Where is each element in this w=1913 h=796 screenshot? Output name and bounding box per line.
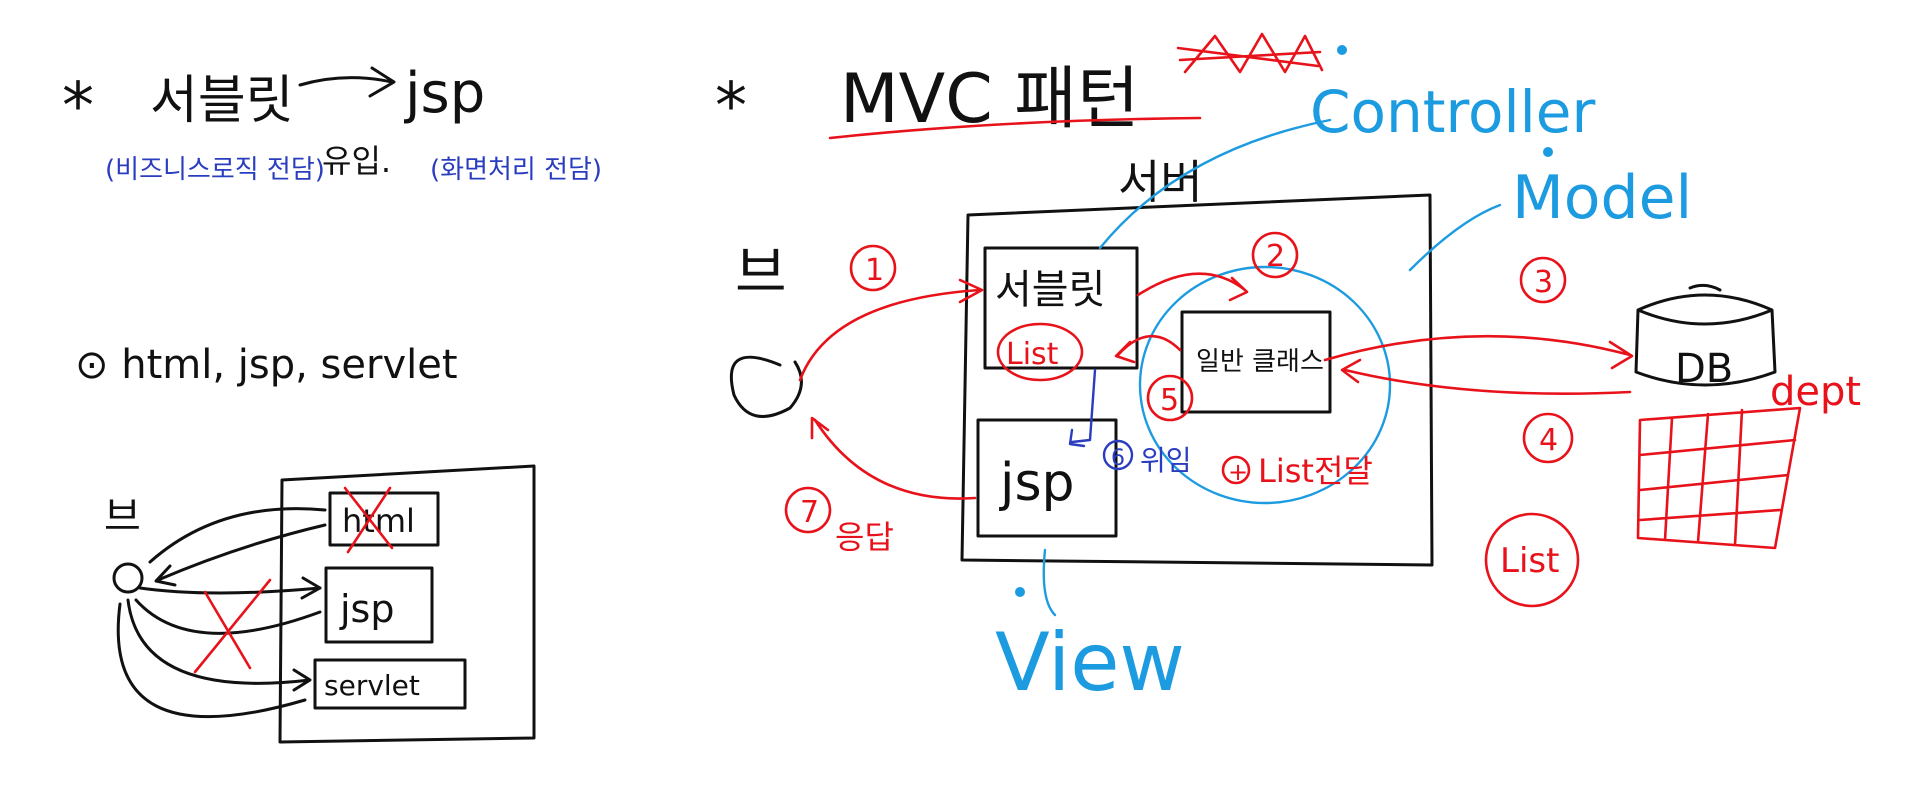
view-pointer-line [1042, 548, 1057, 617]
step-3-circle [1519, 256, 1567, 304]
step-4-arrow [1340, 358, 1632, 395]
small-client-head [112, 562, 144, 594]
small-client-label: 브 [104, 494, 141, 540]
server-box [960, 193, 1434, 567]
step-7-number: 7 [800, 495, 819, 530]
small-red-x-mark [193, 578, 272, 674]
small-arrow-jsp-request [138, 576, 322, 600]
dept-table-grid [1636, 406, 1802, 550]
step-6-text: 위임 [1140, 444, 1192, 477]
left-heading-star: * [62, 70, 94, 144]
step-5-number: 5 [1160, 383, 1179, 418]
step-5-arrow [1114, 334, 1182, 364]
dept-label: dept [1770, 369, 1861, 415]
small-arrow-jsp-response [134, 598, 322, 635]
step-4-circle [1522, 412, 1574, 464]
step-4-number: 4 [1539, 423, 1558, 458]
list-result-text: List [1500, 541, 1559, 581]
step-6-arrow [1068, 368, 1097, 448]
small-servlet-box [313, 658, 467, 710]
step-3-arrow [1323, 334, 1634, 370]
list-pass-plus: + [1228, 458, 1248, 486]
db-cylinder [1634, 283, 1777, 387]
step-7-text: 응답 [835, 518, 894, 556]
screen-processing-note: (화면처리 전담) [430, 155, 602, 185]
business-logic-note: (비즈니스로직 전담) [105, 155, 325, 185]
right-panel: * MVC 패턴 Controller Model 서버 서블릿 List 일반… [715, 32, 1861, 709]
jsp-box-text: jsp [999, 453, 1075, 513]
servlet-box-text: 서블릿 [995, 267, 1105, 313]
model-region-ellipse [1138, 265, 1392, 505]
list-in-servlet-circle [996, 322, 1084, 382]
step-6-number: 6 [1111, 446, 1125, 471]
delegate-word: 유입. [322, 142, 391, 180]
step-1-arrow [798, 278, 984, 382]
file-types-line: ⊙ html, jsp, servlet [75, 342, 458, 388]
normal-class-text: 일반 클래스 [1196, 347, 1324, 377]
left-panel: * 서블릿 jsp (비즈니스로직 전담) 유입. (화면처리 전담) ⊙ ht… [62, 61, 602, 744]
list-pass-text: List전달 [1258, 452, 1373, 490]
small-arrow-servlet-response [116, 602, 307, 719]
list-pass-circle [1221, 455, 1251, 485]
view-label: View [995, 616, 1185, 709]
controller-pointer-line [1098, 118, 1332, 250]
small-arrow-servlet-request [126, 598, 312, 692]
step-1-number: 1 [865, 253, 884, 288]
server-label: 서버 [1118, 155, 1203, 209]
small-jsp-text: jsp [339, 587, 394, 631]
step-5-circle [1146, 374, 1194, 422]
html-crossed-out [343, 486, 394, 554]
mvc-title: MVC 패턴 [840, 60, 1139, 139]
small-arrow-html-request [148, 507, 327, 564]
small-arrow-html-response [154, 523, 327, 587]
model-label: Model [1512, 163, 1692, 233]
mvc-title-underline [828, 116, 1202, 140]
servlet-to-jsp-arrow [298, 66, 396, 98]
list-in-servlet-text: List [1006, 337, 1059, 372]
servlet-word: 서블릿 [150, 71, 294, 131]
right-heading-star: * [715, 70, 747, 144]
view-dot [1015, 587, 1025, 597]
small-html-box [328, 491, 440, 547]
jsp-box [976, 418, 1118, 538]
small-servlet-text: servlet [324, 669, 420, 702]
browser-label: 브 [735, 241, 787, 306]
small-jsp-box [324, 566, 434, 644]
servlet-box [983, 246, 1139, 370]
controller-dot [1337, 45, 1347, 55]
step-3-number: 3 [1534, 265, 1553, 300]
model-pointer-line [1408, 203, 1502, 272]
controller-label: Controller [1310, 78, 1595, 146]
normal-class-box [1180, 310, 1332, 414]
step-2-arrow [1136, 272, 1249, 302]
jsp-word: jsp [403, 61, 485, 126]
title-scribble [1176, 32, 1324, 74]
db-label: DB [1675, 346, 1733, 392]
step-6-circle [1102, 439, 1134, 471]
step-2-circle [1251, 231, 1299, 279]
step-7-circle [784, 486, 832, 534]
step-7-arrow [810, 416, 977, 500]
step-2-number: 2 [1266, 239, 1285, 274]
small-server-frame [278, 464, 536, 744]
model-dot [1543, 147, 1553, 157]
browser-head [729, 355, 803, 418]
list-result-circle [1484, 512, 1580, 608]
small-html-text: html [342, 502, 415, 540]
step-1-circle [849, 244, 897, 292]
